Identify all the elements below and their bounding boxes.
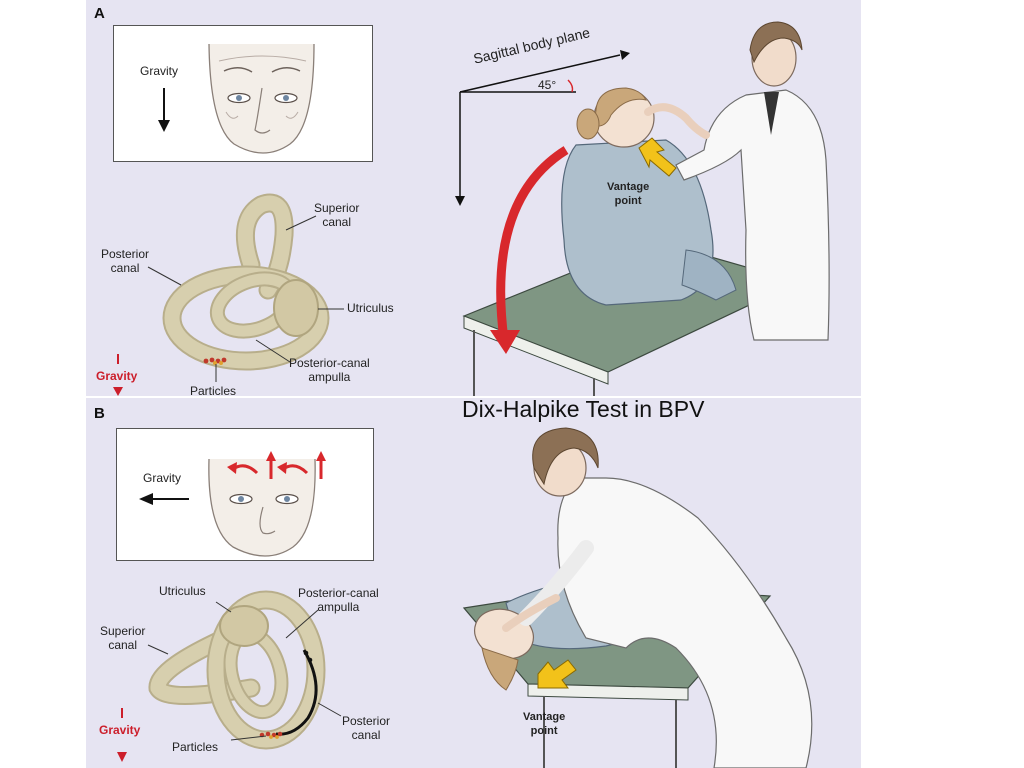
label-gravity-red-b: Gravity [99,723,141,737]
leader-superior-b [147,644,169,655]
labyrinth-a [113,193,344,396]
panel-b: B Gravity [86,398,861,768]
leader-superior-a [285,215,317,231]
labyrinth-b [117,590,342,762]
leader-posterior-a [147,266,182,286]
leader-ampulla-b [285,609,319,639]
red-gravity-head-b [117,752,127,762]
face-outline-a [208,43,315,154]
utriculus-b [219,605,269,647]
red-tilt-arrow [496,146,569,341]
particle-path-b [275,649,318,736]
inset-gravity-label-b: Gravity [143,471,182,485]
face-inset-a: Gravity [113,25,373,162]
panel-a: A Gravity [86,0,861,396]
doctor-coat-b [557,477,813,768]
label-particles-b: Particles [172,740,219,754]
panel-b-letter: B [94,405,105,422]
superior-canal-b [150,625,259,703]
figure-caption: Dix-Halpike Test in BPV [462,396,705,422]
panel-a-letter: A [94,5,105,22]
gravity-arrow-head-b [139,493,153,505]
red-gravity-head-a [113,387,123,396]
leader-particles-b [230,735,267,741]
posterior-canal-b [208,592,324,748]
leader-utriculus-b [215,601,232,613]
particles-b [259,650,313,739]
label-utriculus-a: Utriculus [347,301,394,315]
leader-posterior-b [317,702,342,717]
label-particles-a: Particles [190,384,237,396]
face-outline-b [208,458,316,557]
superior-canal-a [237,195,292,298]
face-drawing-b [139,451,326,557]
utriculus-a [273,279,319,337]
vantage-arrow-b [537,659,577,689]
angle-arc [567,79,574,93]
face-inset-b: Gravity [116,428,374,561]
gravity-arrow-head-a [158,120,170,132]
scene-a [455,21,830,396]
patient-gown-a [561,139,714,306]
label-utriculus-b: Utriculus [159,584,206,598]
scene-b [462,427,813,768]
label-gravity-red-a: Gravity [96,369,138,383]
sagittal-line [459,54,621,93]
vantage-arrow-a [638,137,677,177]
face-drawing-a [158,43,315,154]
label-angle-45: 45° [538,78,557,92]
inset-gravity-label-a: Gravity [140,64,179,78]
doctor-coat-a [675,89,830,341]
leader-ampulla-a [255,339,291,363]
